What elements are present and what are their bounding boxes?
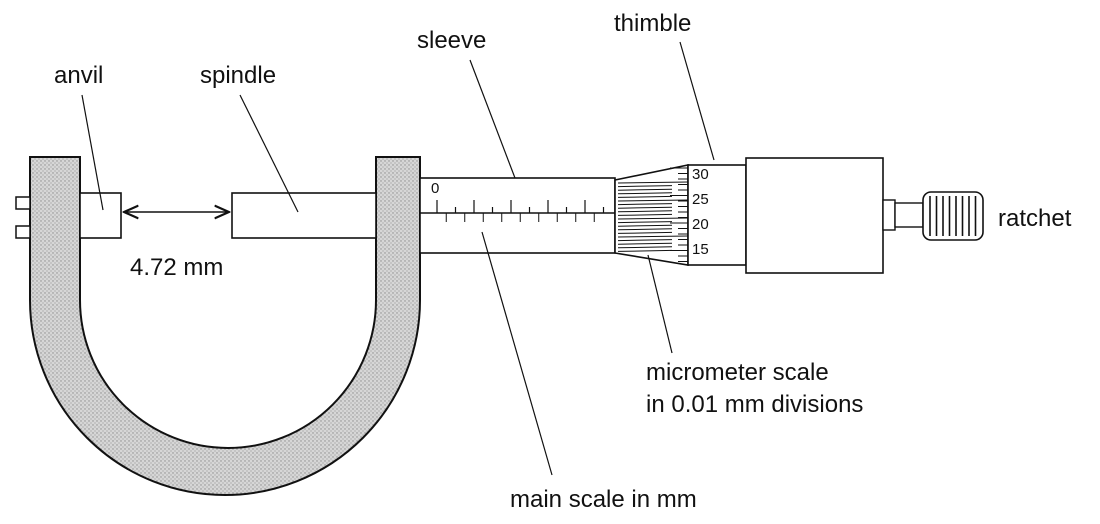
sleeve bbox=[419, 177, 616, 254]
thimble-tick bbox=[617, 210, 673, 213]
thimble-leader bbox=[679, 41, 715, 161]
thimble-scale-15: 15 bbox=[692, 241, 709, 258]
sleeve-leader bbox=[469, 59, 516, 179]
thimble-scale-30: 30 bbox=[692, 166, 709, 183]
anvil-label: anvil bbox=[54, 62, 103, 89]
thimble-tick bbox=[617, 246, 673, 249]
ratchet-knob bbox=[922, 191, 984, 241]
thimble-tick bbox=[617, 195, 673, 198]
thimble-micrometer-ticks bbox=[617, 167, 689, 262]
gap-measurement-label: 4.72 mm bbox=[130, 254, 223, 281]
micrometer-leader bbox=[647, 254, 673, 354]
anvil-stud-top bbox=[15, 196, 31, 210]
main-scale-leader bbox=[481, 231, 553, 476]
micrometer-scale-label-line2: in 0.01 mm divisions bbox=[646, 391, 863, 418]
thimble-scale-25: 25 bbox=[692, 191, 709, 208]
anvil-stud-bottom bbox=[15, 225, 31, 239]
anvil bbox=[79, 192, 122, 239]
sleeve-label: sleeve bbox=[417, 27, 486, 54]
sleeve-zero-mark: 0 bbox=[431, 180, 439, 197]
spindle-label: spindle bbox=[200, 62, 276, 89]
spindle bbox=[231, 192, 377, 239]
thimble-tick bbox=[617, 224, 673, 227]
sleeve-main-scale-ticks bbox=[436, 200, 605, 222]
micrometer-scale-label-line1: micrometer scale bbox=[646, 359, 829, 386]
ratchet-neck bbox=[882, 199, 896, 231]
spindle-leader bbox=[239, 94, 299, 213]
thimble-label: thimble bbox=[614, 10, 691, 37]
thimble-tick bbox=[617, 181, 689, 184]
thimble-tick bbox=[617, 242, 673, 245]
ratchet-body bbox=[745, 157, 884, 274]
ratchet-shaft bbox=[894, 202, 924, 228]
thimble-tick bbox=[617, 231, 673, 234]
thimble-tick bbox=[617, 185, 673, 188]
thimble-tick bbox=[617, 235, 689, 238]
ratchet-knurling bbox=[929, 196, 977, 236]
thimble-tick bbox=[617, 249, 673, 252]
thimble-tick bbox=[617, 203, 673, 206]
thimble-tick bbox=[617, 221, 673, 224]
thimble-tick bbox=[617, 213, 673, 216]
thimble-tick bbox=[617, 217, 689, 220]
thimble-tick bbox=[617, 199, 689, 202]
ratchet-label: ratchet bbox=[998, 205, 1072, 232]
thimble-tick bbox=[617, 228, 673, 231]
anvil-leader bbox=[81, 94, 104, 211]
thimble-scale-20: 20 bbox=[692, 216, 709, 233]
thimble-tick bbox=[617, 188, 673, 191]
thimble-tick bbox=[617, 192, 673, 195]
thimble-tick bbox=[617, 239, 673, 242]
thimble-tick bbox=[617, 206, 673, 209]
main-scale-label: main scale in mm bbox=[510, 486, 697, 513]
thimble bbox=[687, 164, 747, 266]
frame bbox=[29, 156, 421, 496]
